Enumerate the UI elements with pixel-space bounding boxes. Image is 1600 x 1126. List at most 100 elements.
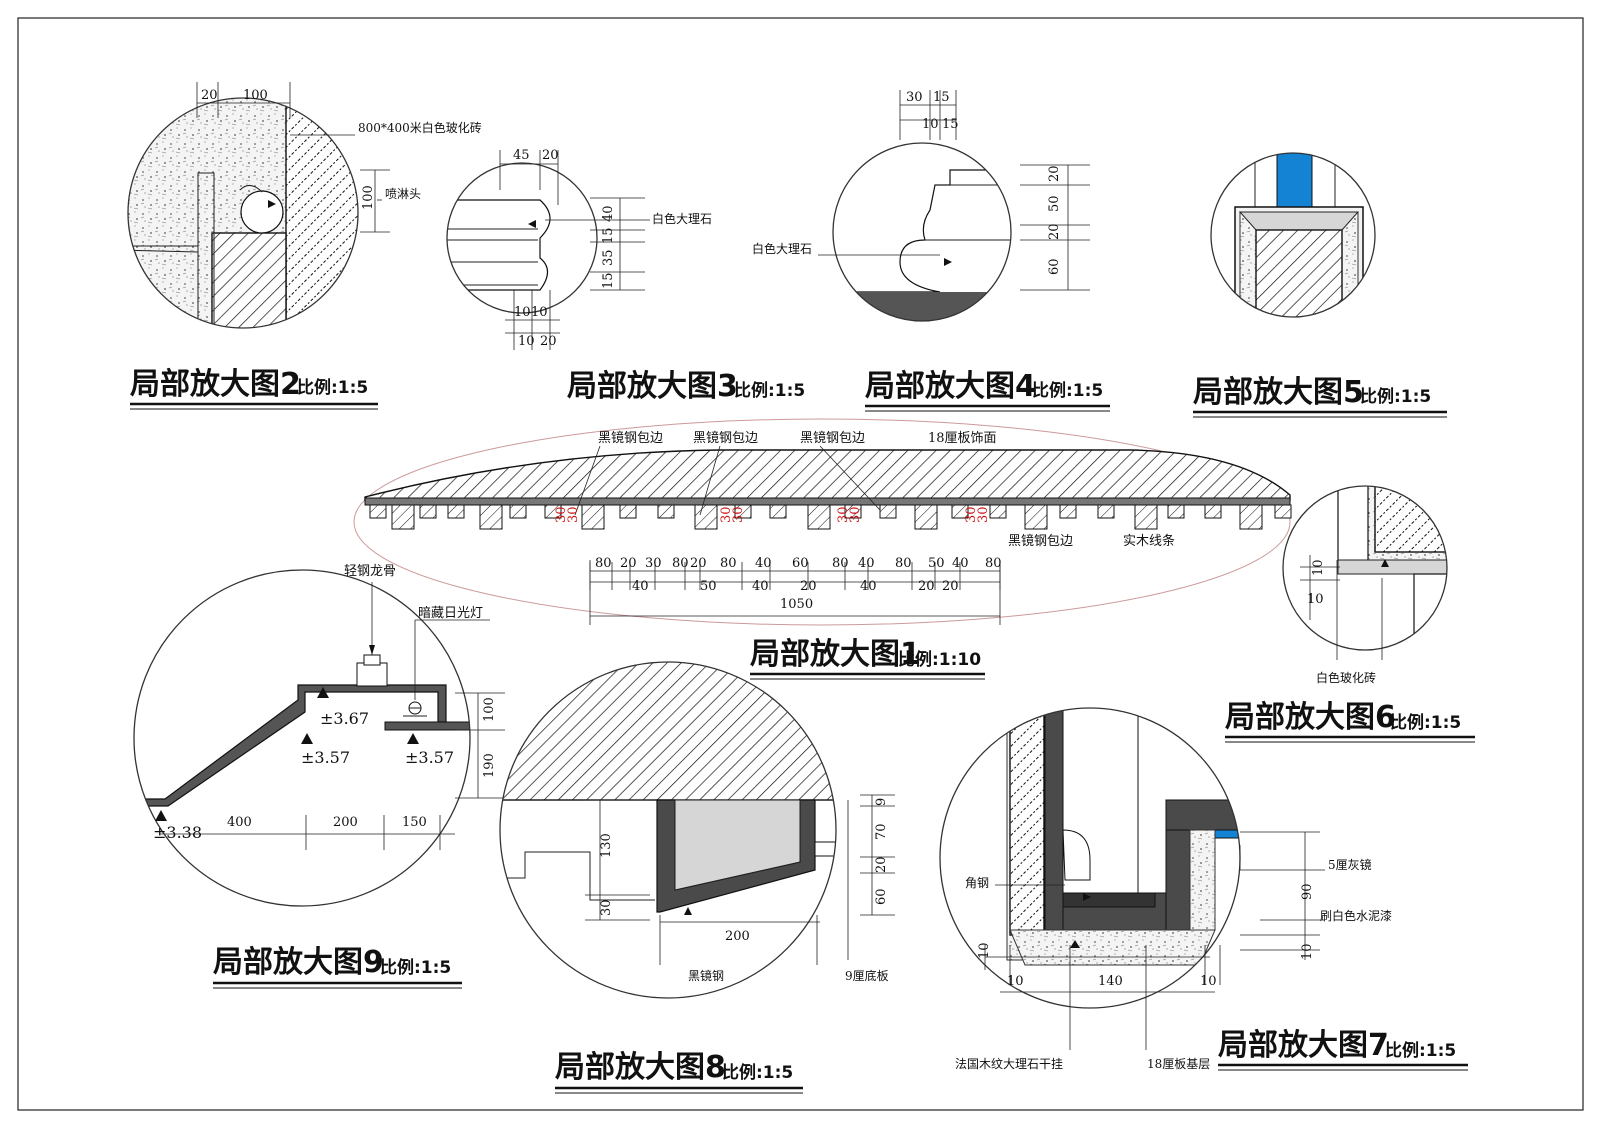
d9-label-light: 暗藏日光灯 xyxy=(418,606,483,621)
d1-rib xyxy=(544,504,562,519)
d4-title: 局部放大图4 xyxy=(865,369,1036,404)
d7-dim-v2: 10 xyxy=(1300,943,1315,960)
d1-rib xyxy=(1204,504,1222,519)
d8-label-steel: 黑镜钢 xyxy=(688,968,724,983)
d4-floor-fill xyxy=(833,292,1011,321)
d1-rib xyxy=(694,504,718,530)
d1-rib xyxy=(1167,504,1185,519)
d3-dim-r3: 35 xyxy=(601,249,616,266)
d1-dim-bottom: 40 xyxy=(860,579,877,594)
d1-red-dim-8: 30 xyxy=(976,506,991,523)
d9-dim-w1: 400 xyxy=(227,815,252,830)
detail-8: 130 30 200 黑镜钢 9厘底板 9 70 20 60 局部放大图8 比例… xyxy=(499,661,895,1094)
d1-rib xyxy=(447,504,465,519)
d4-dim-t1: 30 xyxy=(906,90,923,105)
d1-rib xyxy=(619,504,637,519)
d1-dim-bottom: 20 xyxy=(942,579,959,594)
d9-ceiling-profile xyxy=(139,684,447,807)
d4-dim-r2: 50 xyxy=(1047,195,1062,212)
detail-9: 轻钢龙骨 暗藏日光灯 ±3.67 ±3.57 ±3.57 ±3.38 100 1… xyxy=(133,564,505,989)
d9-level-2: ±3.57 xyxy=(301,748,350,767)
d1-dim-bottom: 20 xyxy=(800,579,817,594)
d2-scale: 比例:1:5 xyxy=(297,377,368,398)
d1-highlight-ellipse xyxy=(353,418,1291,626)
d1-rib xyxy=(1024,504,1048,530)
d1-dim-top: 80 xyxy=(832,556,849,571)
d8-dim-v1: 130 xyxy=(599,833,614,858)
d1-rib xyxy=(1274,504,1292,519)
d1-dim-top: 50 xyxy=(928,556,945,571)
d4-dim-t2: 15 xyxy=(933,90,950,105)
d8-dim-r2: 70 xyxy=(874,823,889,840)
d4-scale: 比例:1:5 xyxy=(1032,380,1103,401)
detail-6: 10 10 白色玻化砖 局部放大图6 比例:1:5 xyxy=(1225,485,1475,743)
d3-dim-t2: 20 xyxy=(542,148,559,163)
d9-dim-w3: 150 xyxy=(402,815,427,830)
d1-label-board: 18厘板饰面 xyxy=(928,431,997,446)
d1-label-edge1: 黑镜钢包边 xyxy=(598,431,663,446)
d4-dim-r3: 20 xyxy=(1047,223,1062,240)
d7-title: 局部放大图7 xyxy=(1218,1028,1389,1063)
detail-8-outline xyxy=(499,661,837,999)
d1-red-dim-7: 30 xyxy=(964,506,979,523)
d1-label-strip: 实木线条 xyxy=(1123,533,1175,549)
d3-label-marble: 白色大理石 xyxy=(652,211,712,226)
d4-dim-r4: 60 xyxy=(1047,258,1062,275)
d1-label-edge4: 黑镜钢包边 xyxy=(1008,534,1073,549)
d7-marble-base xyxy=(1009,929,1216,966)
d3-dim-t1: 45 xyxy=(513,148,530,163)
d4-dim-t3: 10 xyxy=(922,117,939,132)
d6-scale: 比例:1:5 xyxy=(1390,712,1461,733)
d1-steel-band xyxy=(364,497,1291,506)
d1-dim-top: 60 xyxy=(792,556,809,571)
d8-dim-r4: 60 xyxy=(874,888,889,905)
d6-title: 局部放大图6 xyxy=(1225,700,1396,735)
d1-rib xyxy=(951,504,969,519)
d1-rib xyxy=(914,504,938,530)
d3-scale: 比例:1:5 xyxy=(734,380,805,401)
d8-title: 局部放大图8 xyxy=(555,1050,726,1085)
d1-dim-bottom: 40 xyxy=(632,579,649,594)
d1-red-dim-1: 30 xyxy=(554,506,569,523)
core-hatch xyxy=(211,232,287,328)
d2-title: 局部放大图2 xyxy=(130,367,301,402)
d7-label-angle: 角钢 xyxy=(965,876,989,890)
d7-dim-v1: 90 xyxy=(1300,883,1315,900)
d2-label-sprinkler: 喷淋头 xyxy=(385,187,421,201)
d1-rib xyxy=(734,504,752,519)
d1-title: 局部放大图1 xyxy=(750,637,921,672)
d7-dim-w2: 140 xyxy=(1098,974,1123,989)
d5-blue-insert xyxy=(1276,153,1313,209)
d1-dim-bottom: 20 xyxy=(918,579,935,594)
d3-dim-b2: 10 xyxy=(531,305,548,320)
d2-dim-b: 100 xyxy=(243,88,268,103)
d4-dim-t4: 15 xyxy=(942,117,959,132)
d1-rib xyxy=(1134,504,1158,530)
detail-4-outline xyxy=(832,142,1012,322)
d3-dim-b3: 10 xyxy=(518,334,535,349)
detail-6-outline xyxy=(1282,485,1448,651)
d3-dim-r1: 40 xyxy=(601,205,616,222)
d6-dim-b: 10 xyxy=(1307,592,1324,607)
d1-red-dim-6: 30 xyxy=(848,506,863,523)
d9-scale: 比例:1:5 xyxy=(380,957,451,978)
d9-dim-w2: 200 xyxy=(333,815,358,830)
d7-dim-w1: 10 xyxy=(1007,974,1024,989)
d1-red-dim-4: 30 xyxy=(731,506,746,523)
d9-level-4: ±3.38 xyxy=(153,823,202,842)
d6-label-tile: 白色玻化砖 xyxy=(1316,670,1376,685)
detail-9-outline xyxy=(133,569,471,907)
d2-label-tile: 800*400米白色玻化砖 xyxy=(358,120,482,135)
d1-rib xyxy=(989,504,1007,519)
d1-rib xyxy=(1097,504,1115,519)
d1-rib xyxy=(1239,504,1263,530)
d3-title: 局部放大图3 xyxy=(567,369,738,404)
d3-dim-b4: 20 xyxy=(540,334,557,349)
d8-ceiling-hatch xyxy=(500,662,836,801)
d1-rib xyxy=(509,504,527,519)
detail-5-outline xyxy=(1210,152,1376,318)
d6-dim-a: 10 xyxy=(1311,559,1326,576)
d7-label-marble: 法国木纹大理石干挂 xyxy=(955,1057,1063,1071)
